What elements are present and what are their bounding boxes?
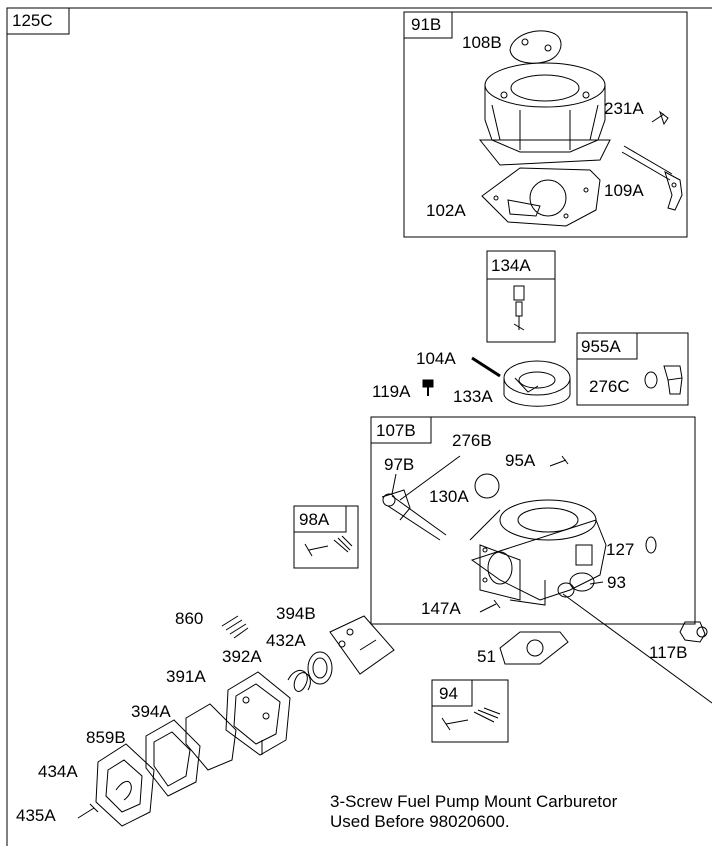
part-432A-cup — [307, 651, 333, 685]
caption-line-2: Used Before 98020600. — [330, 812, 510, 831]
part-51-gasket — [499, 631, 569, 665]
part-94-screw-spring — [441, 707, 501, 731]
group-label-91B: 91B — [411, 15, 442, 34]
part-117B-plug — [679, 621, 708, 643]
part-label-93: 93 — [607, 573, 626, 592]
part-label-147A: 147A — [421, 599, 461, 618]
main-label-box — [6, 7, 70, 35]
part-102A-gasket — [481, 167, 601, 227]
part-130A-plate — [474, 473, 500, 499]
part-133A-float — [503, 360, 571, 407]
part-394A-gasket — [185, 703, 237, 771]
caption-line-1: 3-Screw Fuel Pump Mount Carburetor — [330, 792, 618, 811]
part-97B-shaft — [381, 455, 461, 541]
part-label-432A: 432A — [266, 631, 306, 650]
part-108B-plate — [509, 30, 562, 64]
part-392A-spring — [287, 670, 311, 692]
part-127-ring — [645, 536, 657, 554]
part-label-102A: 102A — [426, 201, 466, 220]
part-107B-carburetor-body — [469, 499, 607, 606]
part-label-109A: 109A — [604, 181, 644, 200]
part-434A-cover — [95, 743, 155, 827]
part-860-spring — [221, 615, 249, 639]
part-104A-pin — [471, 356, 501, 378]
group-label-98A: 98A — [299, 510, 330, 529]
part-109A-shaft — [621, 145, 683, 211]
part-98A-screw-spring — [304, 535, 353, 557]
part-label-117B: 117B — [649, 643, 688, 662]
group-label-107B: 107B — [376, 421, 416, 440]
part-91B-body — [478, 62, 611, 166]
group-box-107B — [370, 416, 696, 625]
part-label-97B: 97B — [384, 455, 415, 474]
part-label-51: 51 — [477, 647, 496, 666]
part-95A-screw — [549, 455, 569, 467]
part-label-391A: 391A — [166, 667, 206, 686]
part-label-860: 860 — [175, 609, 204, 628]
part-label-435A: 435A — [16, 806, 56, 825]
group-box-134A — [486, 250, 556, 343]
part-859B-diaphragm — [145, 719, 201, 797]
part-435A-screw — [77, 803, 99, 819]
diagram-caption: 3-Screw Fuel Pump Mount Carburetor Used … — [330, 792, 617, 832]
group-label-94: 94 — [439, 684, 458, 703]
part-955A-plug — [644, 365, 683, 395]
part-label-95A: 95A — [505, 451, 536, 470]
part-134A-needle — [513, 285, 525, 331]
main-label: 125C — [12, 11, 53, 30]
part-93-fitting — [557, 572, 604, 598]
part-119A-screw — [422, 379, 434, 396]
part-label-108B: 108B — [462, 33, 502, 52]
leader-line — [562, 593, 712, 704]
part-label-859B: 859B — [86, 728, 126, 747]
part-label-394A: 394A — [131, 702, 171, 721]
part-label-133A: 133A — [453, 387, 493, 406]
group-label-134A: 134A — [491, 256, 531, 275]
part-label-276C: 276C — [589, 377, 630, 396]
group-box-91B — [403, 11, 688, 238]
part-147A-screw — [479, 599, 501, 613]
part-394B-gasket — [329, 615, 395, 675]
group-label-955A: 955A — [581, 337, 621, 356]
part-label-104A: 104A — [416, 349, 456, 368]
part-label-434A: 434A — [38, 762, 78, 781]
part-label-276B: 276B — [452, 431, 492, 450]
part-label-127: 127 — [606, 540, 635, 559]
part-label-392A: 392A — [222, 647, 262, 666]
part-label-119A: 119A — [372, 382, 411, 401]
part-391A-pump-body — [225, 671, 291, 756]
part-label-231A: 231A — [604, 99, 644, 118]
part-231A-screw — [651, 110, 669, 126]
part-label-394B: 394B — [276, 604, 316, 623]
part-label-130A: 130A — [429, 487, 469, 506]
